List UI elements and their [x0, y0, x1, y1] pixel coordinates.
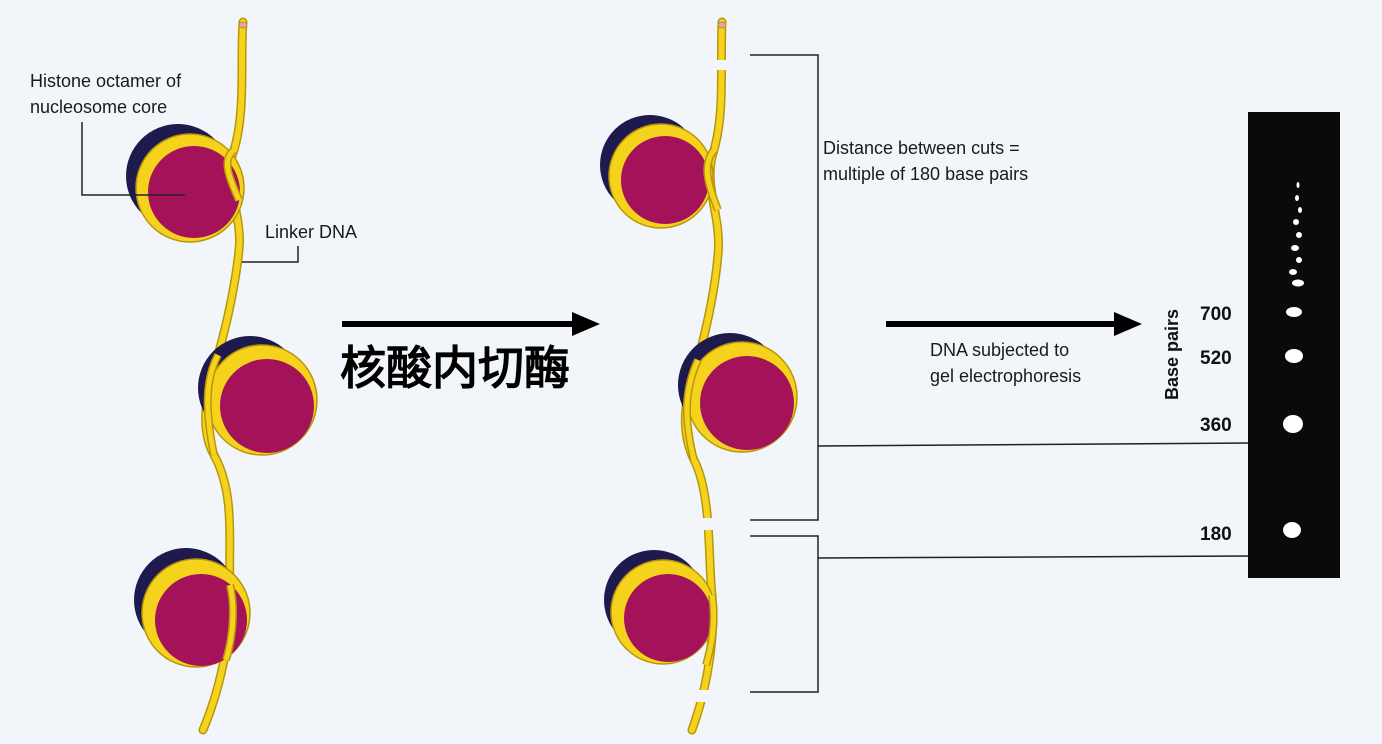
- digested-chromatin: [600, 22, 1252, 730]
- histone-label-line1: Histone octamer of: [30, 71, 182, 91]
- nucleosome-1: [126, 124, 244, 242]
- band-700: [1286, 307, 1302, 317]
- distance-label-line2: multiple of 180 base pairs: [823, 164, 1028, 184]
- base-pairs-axis-label: Base pairs: [1162, 309, 1182, 400]
- marker-520: 520: [1200, 348, 1232, 369]
- connector-180: [818, 556, 1252, 558]
- band-180: [1283, 522, 1301, 538]
- marker-700: 700: [1200, 304, 1232, 325]
- marker-180: 180: [1200, 524, 1232, 545]
- cut-gap-2: [696, 518, 730, 530]
- intact-chromatin: Histone octamer of nucleosome core Linke…: [30, 22, 357, 730]
- gel-label-line2: gel electrophoresis: [930, 366, 1081, 386]
- gel-lane: [1248, 112, 1340, 578]
- electrophoresis-arrow: [886, 312, 1142, 336]
- linker-leader-line: [242, 246, 298, 262]
- histone-label-line2: nucleosome core: [30, 97, 167, 117]
- cut-gap-3: [686, 690, 716, 702]
- nucleosome-5: [678, 333, 797, 452]
- linker-dna-label: Linker DNA: [265, 222, 357, 242]
- bracket-lower: [750, 536, 818, 692]
- nucleosome-6: [604, 550, 715, 664]
- band-520: [1285, 349, 1303, 363]
- nucleosome-2: [198, 336, 317, 455]
- bracket-upper: [750, 55, 818, 520]
- gel-label-line1: DNA subjected to: [930, 340, 1069, 360]
- band-360: [1283, 415, 1303, 433]
- cut-gap-1: [704, 60, 734, 70]
- nuclease-arrow: [342, 312, 600, 336]
- marker-360: 360: [1200, 415, 1232, 436]
- connector-360: [818, 443, 1252, 446]
- nuclease-label: 核酸内切酶: [340, 341, 570, 395]
- distance-label-line1: Distance between cuts =: [823, 138, 1020, 158]
- nucleosome-4: [600, 115, 713, 228]
- gel-image: [1248, 112, 1340, 578]
